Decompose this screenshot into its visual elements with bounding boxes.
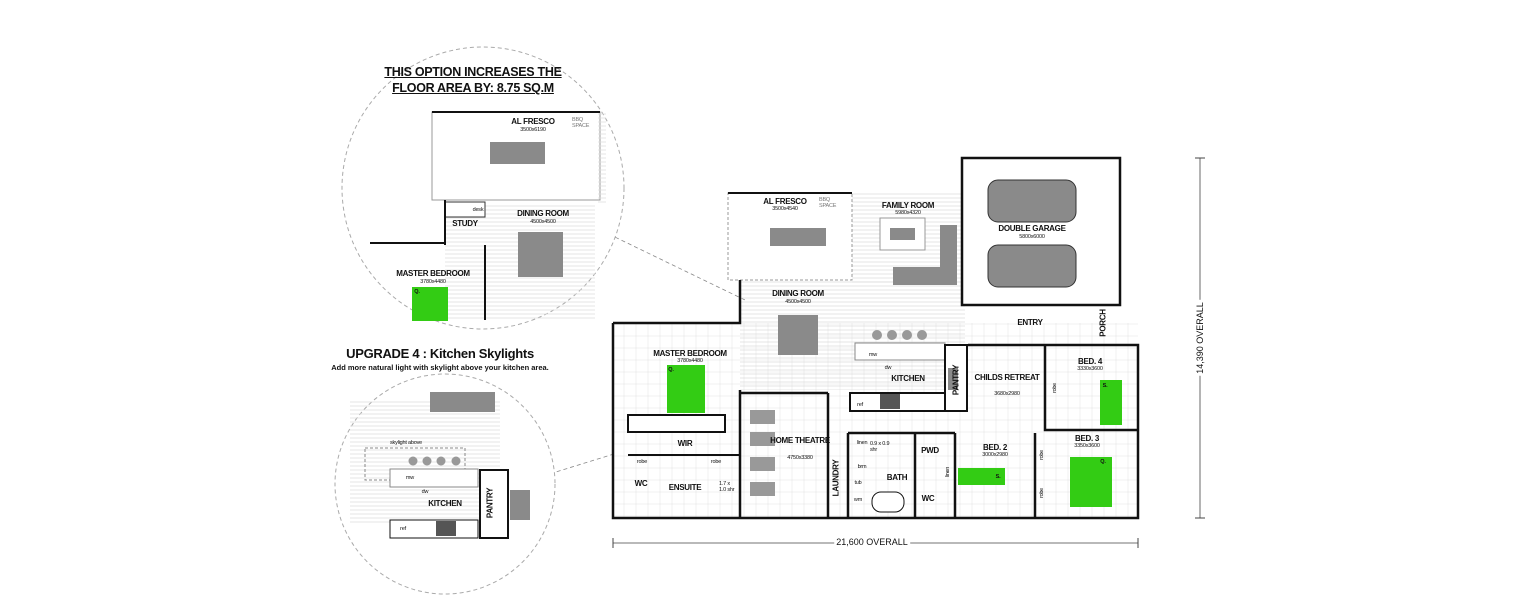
- broom-label: brm: [857, 464, 867, 470]
- inset-ref-label: ref: [400, 526, 406, 532]
- inset-top-circle: [341, 46, 625, 330]
- bed4-s: S.: [1102, 383, 1108, 389]
- inset-pantry-label: PANTRY: [485, 487, 495, 519]
- kitchen-label: KITCHEN: [891, 374, 925, 383]
- robe-label-2: robe: [710, 459, 722, 465]
- bed2-size: 3000x2980: [982, 452, 1008, 458]
- home-theatre-size: 4750x3380: [787, 455, 813, 461]
- wir-label: WIR: [677, 439, 693, 448]
- inset-bbq-label: BBQ SPACE: [572, 117, 590, 129]
- robe-label-1: robe: [636, 459, 648, 465]
- bbq-label: BBQ SPACE: [819, 197, 837, 209]
- inset-mw-label: mw: [405, 475, 415, 481]
- dining-label: DINING ROOM: [772, 289, 824, 298]
- inset-dining-size: 4500x4500: [530, 219, 556, 225]
- inset-dining-label: DINING ROOM: [517, 209, 569, 218]
- overall-width-dimension: 21,600 OVERALL: [834, 537, 910, 547]
- robe-label-bed2: robe: [1039, 450, 1045, 460]
- inset-bed-q: Q.: [414, 289, 420, 295]
- pantry-label: PANTRY: [951, 364, 961, 396]
- skylight-label: skylight above: [389, 440, 423, 446]
- bed3-label: BED. 3: [1075, 434, 1099, 443]
- wc-label: WC: [921, 494, 935, 503]
- dw-label: dw: [884, 365, 892, 371]
- childs-retreat-label: CHILDS RETREAT: [974, 373, 1040, 382]
- inset-master-size: 3780x4480: [420, 279, 446, 285]
- ensuite-label: ENSUITE: [668, 483, 702, 492]
- laundry-label: LAUNDRY: [831, 459, 841, 497]
- inset-kitchen-label: KITCHEN: [428, 499, 462, 508]
- robe-label-bed4: robe: [1052, 383, 1058, 393]
- upgrade-description: Add more natural light with skylight abo…: [331, 363, 549, 372]
- garage-size: 5800x6000: [1019, 234, 1045, 240]
- porch-label: PORCH: [1098, 309, 1108, 337]
- master-bed-q: Q.: [668, 367, 674, 373]
- linen-label-2: linen: [945, 466, 951, 478]
- upgrade-title: UPGRADE 4 : Kitchen Skylights: [346, 346, 534, 361]
- ensuite-wc-label: WC: [634, 479, 648, 488]
- childs-retreat-size: 3680x2980: [994, 391, 1020, 397]
- dining-size: 4500x4500: [785, 299, 811, 305]
- bath-label: BATH: [886, 473, 908, 482]
- callout-line-top: [589, 224, 746, 301]
- linen-label: linen: [856, 440, 868, 446]
- ensuite-shower-label: 1.7 x 1.0 shr: [719, 481, 735, 493]
- bed2-label: BED. 2: [983, 443, 1007, 452]
- inset-alfresco-label: AL FRESCO: [511, 117, 555, 126]
- bed3-q: Q.: [1100, 459, 1106, 465]
- wm-label: wm: [853, 497, 863, 503]
- inset-master-label: MASTER BEDROOM: [396, 269, 470, 278]
- main-plan: [611, 156, 1205, 548]
- alfresco-size: 3500x4540: [772, 206, 798, 212]
- family-room-size: 5980x4320: [895, 210, 921, 216]
- mw-label: mw: [868, 352, 878, 358]
- master-bedroom-label: MASTER BEDROOM: [653, 349, 727, 358]
- home-theatre-label: HOME THEATRE: [770, 436, 830, 445]
- option-note-line1: THIS OPTION INCREASES THE: [384, 65, 562, 79]
- bed2-s: S.: [995, 474, 1001, 480]
- option-note-line2: FLOOR AREA BY: 8.75 SQ.M: [392, 81, 554, 95]
- garage-label: DOUBLE GARAGE: [998, 224, 1066, 233]
- inset-alfresco-size: 3500x6190: [520, 127, 546, 133]
- family-room-label: FAMILY ROOM: [881, 201, 935, 210]
- inset-bottom-circle: [334, 373, 556, 595]
- bath-shower-label: 0.9 x 0.9 shr: [870, 441, 890, 453]
- bed4-label: BED. 4: [1078, 357, 1102, 366]
- inset-dw-label: dw: [421, 489, 429, 495]
- tub-label: tub: [854, 480, 862, 486]
- master-bedroom-size: 3780x4480: [677, 358, 703, 364]
- overall-depth-dimension: 14,390 OVERALL: [1195, 300, 1205, 376]
- alfresco-label: AL FRESCO: [763, 197, 807, 206]
- robe-label-bed3: robe: [1039, 488, 1045, 498]
- ref-label: ref: [857, 402, 863, 408]
- entry-label: ENTRY: [1017, 318, 1043, 327]
- bed4-size: 3330x3600: [1077, 366, 1103, 372]
- inset-desk-label: desk: [472, 207, 484, 213]
- pwd-label: PWD: [921, 446, 939, 455]
- bed3-size: 3350x3600: [1074, 443, 1100, 449]
- inset-study-label: STUDY: [452, 219, 478, 228]
